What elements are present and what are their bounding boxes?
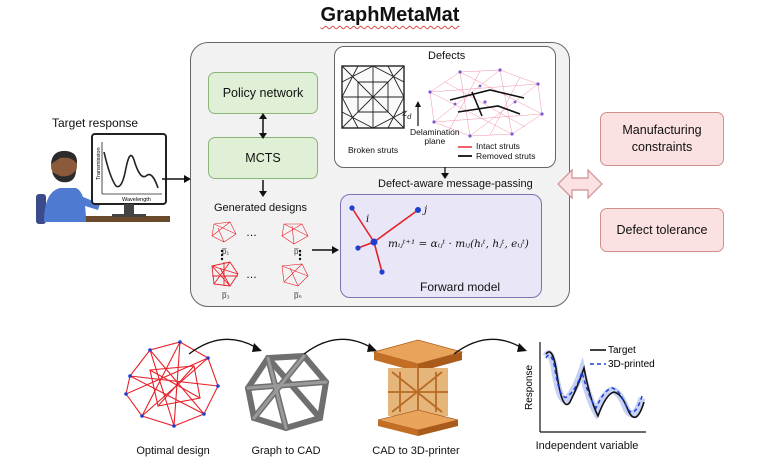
z-d-label: zd [402,108,412,121]
node-j-label: j [424,205,428,216]
printed-curve [545,354,643,413]
constraints-double-arrow [557,168,603,200]
result-ylabel: Response [524,365,535,410]
arrow-cad-to-printer [303,338,377,355]
manufacturing-constraints-box: Manufacturing constraints [600,112,724,166]
ellipsis-bottom: … [246,269,257,281]
arrow-to-main-panel [162,175,191,183]
optimal-design-lattice [124,340,220,428]
person-at-computer-illustration: Transmission Wavelength [36,133,170,224]
node-i-label: i [366,214,370,225]
cad-to-printer-label: CAD to 3D-printer [372,445,460,457]
defects-legend-lines [458,146,472,157]
message-passing-equation: mᵢⱼᵗ⁺¹ = αᵢⱼᵗ · mᵢⱼ(hᵢᵗ, hⱼᵗ, eᵢⱼᵗ) [388,238,529,250]
design-1-graph [211,221,237,243]
graph-to-cad-label: Graph to CAD [251,445,321,457]
broken-struts-label: Broken struts [348,145,399,155]
mcts-to-designs-arrow [259,180,267,197]
node-j [415,207,421,213]
generated-designs-label: Generated designs [214,202,307,214]
printed-sample [372,339,464,436]
forward-model-panel [340,194,542,298]
arrow-printer-to-result [453,338,527,355]
result-xlabel: Independent variable [535,440,639,452]
mcts-box: MCTS [208,137,318,179]
broken-struts-lattice [341,65,405,129]
screen-ylabel: Transmission [96,148,102,181]
monitor [91,133,167,205]
node-i [370,238,378,246]
design-vertical-dots [220,249,302,261]
design-label-2: p̅₂ [293,247,301,256]
person-beard [52,170,76,183]
message-passing-title: Defect-aware message-passing [378,178,533,190]
ellipsis-top: … [246,227,257,239]
graph-to-cad-model [244,352,330,432]
optimal-design-label: Optimal design [136,445,210,457]
delamination-lattice [428,68,544,138]
arrow-optimal-to-cad [188,338,262,355]
result-plot: Target 3D-printed Response [524,342,655,433]
person-body [44,188,86,222]
defect-tolerance-box: Defect tolerance [600,208,724,252]
desk [60,216,170,222]
generated-designs-grid: … … p̅₁ p̅₂ p̅₃ p̅ₙ [211,221,309,300]
screen-curve [103,151,159,189]
policy-network-box: Policy network [208,72,318,114]
target-response-label: Target response [52,116,139,130]
design-3-graph [211,261,239,287]
design-label-n: p̅ₙ [293,291,301,300]
design-label-1: p̅₁ [221,247,229,256]
screen-xlabel: Wavelength [122,197,151,203]
monitor-stand [124,204,134,214]
design-2-graph [281,223,309,245]
defects-title: Defects [428,50,466,62]
legend-printed-label: 3D-printed [608,359,655,370]
design-label-3: p̅₃ [221,291,229,300]
design-n-graph [281,263,309,287]
policy-mcts-double-arrow [259,113,267,139]
z-axis-arrow [415,101,421,126]
legend-target-label: Target [608,345,636,356]
message-passing-graph [349,205,421,275]
forward-model-label: Forward model [420,280,501,294]
defects-to-forward-arrow [441,167,449,179]
person-hair [51,150,78,164]
person-arm [72,194,100,210]
diagram-title: GraphMetaMat [320,4,460,26]
chair [36,194,46,224]
legend-removed-struts: Removed struts [476,151,536,161]
removed-struts [449,89,525,117]
designs-to-forward-arrow [312,246,339,254]
legend-intact-struts: Intact struts [476,141,520,151]
